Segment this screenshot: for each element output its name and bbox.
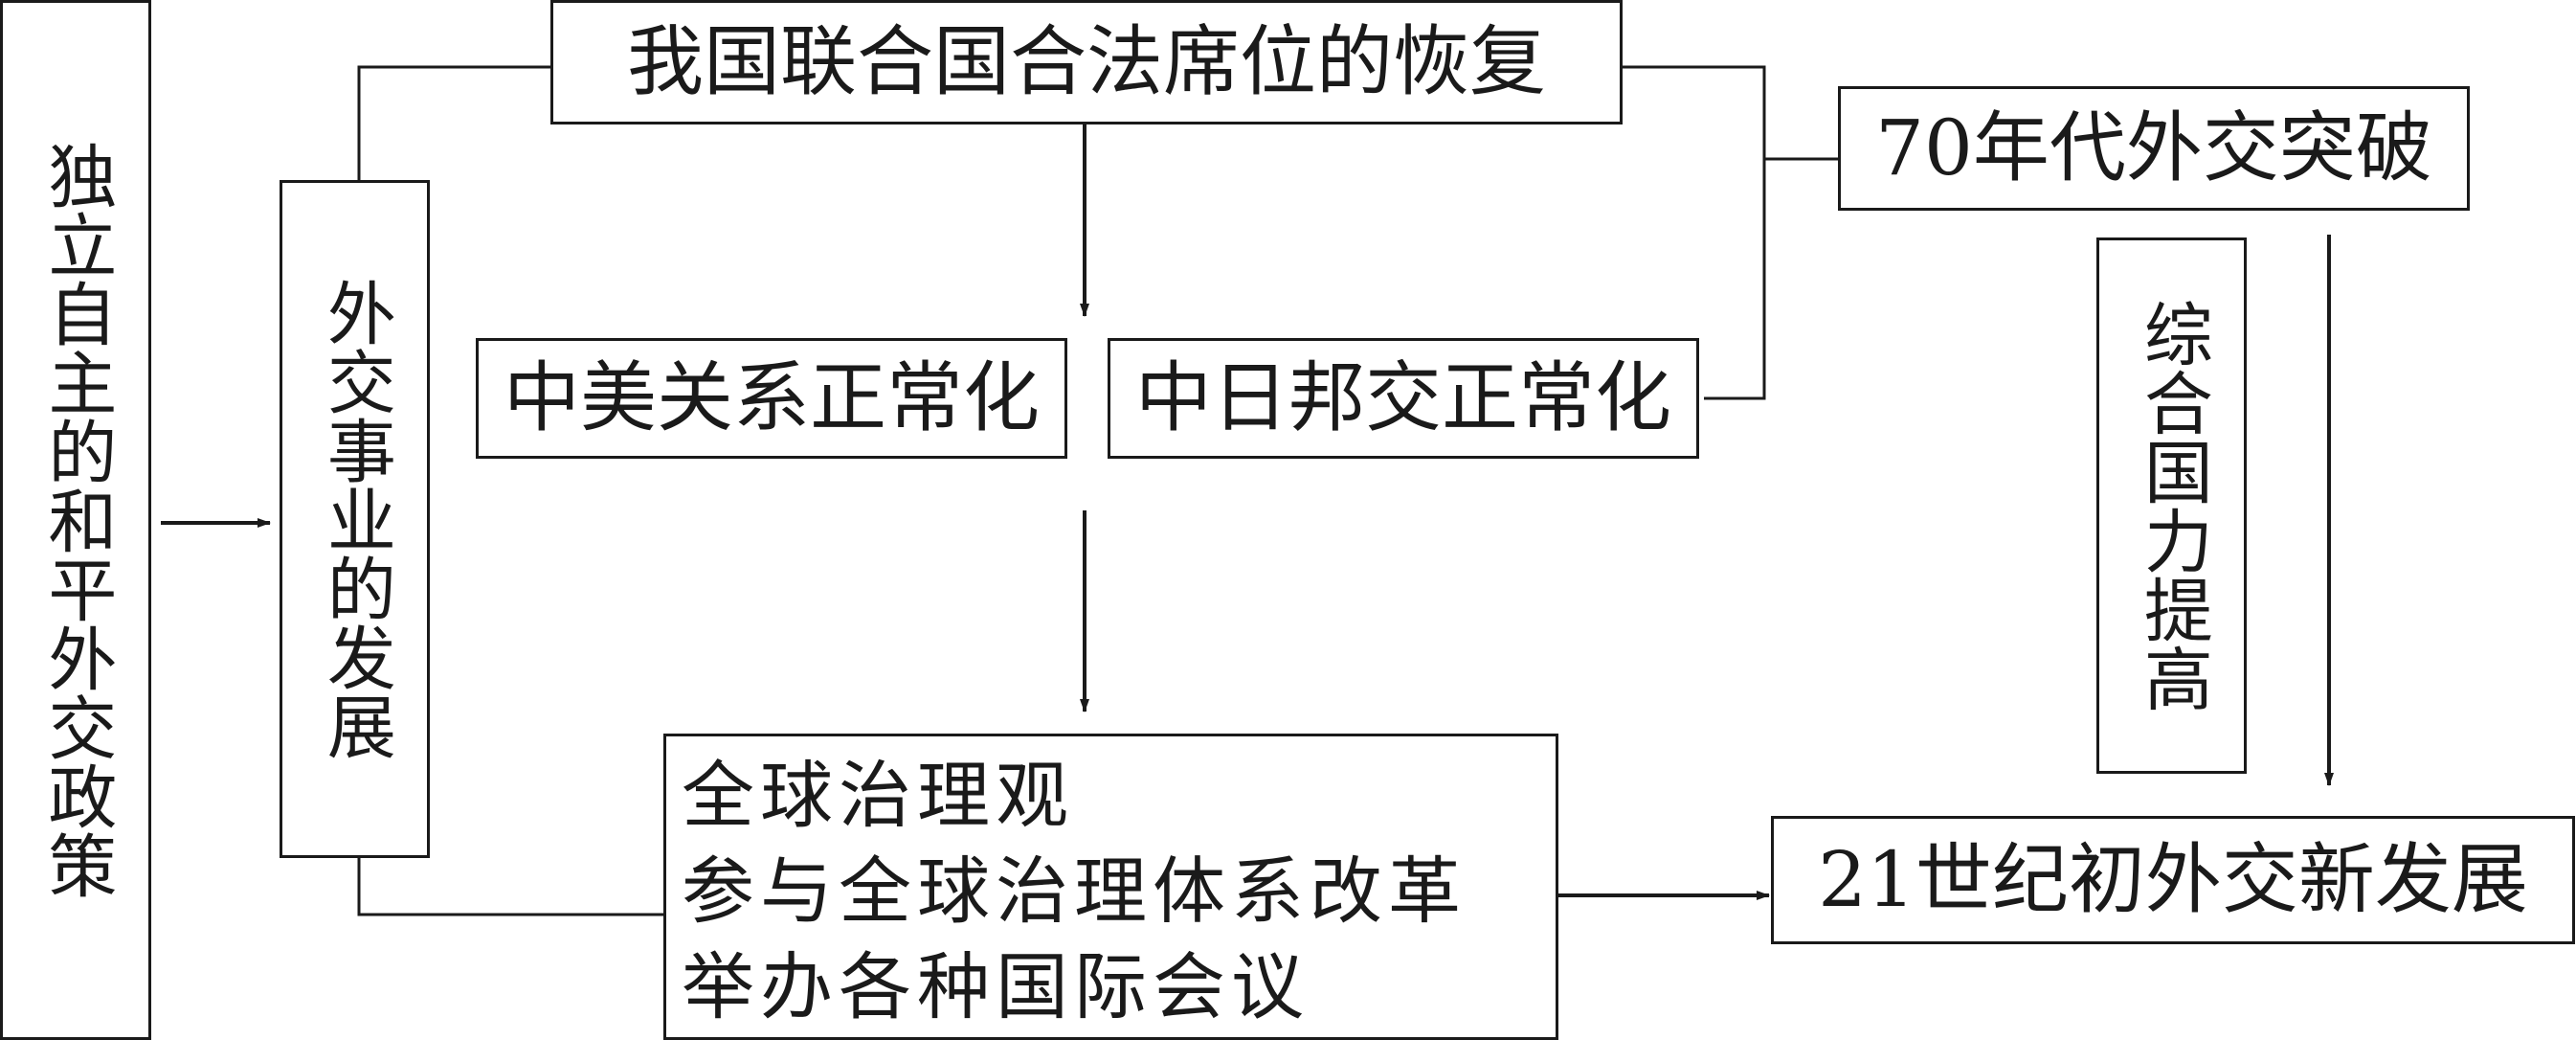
diplomacy-development-box: 外交事业的发展 <box>280 180 430 858</box>
breakthrough-70s-label: 70年代外交突破 <box>1875 103 2432 192</box>
new-development-21c-label: 21世纪初外交新发展 <box>1818 835 2528 924</box>
global-governance-line-3: 举办各种国际会议 <box>682 944 1310 1029</box>
sino-japan-normalization-label: 中日邦交正常化 <box>1135 353 1671 442</box>
bracket-connector-right <box>1621 65 1766 400</box>
un-seat-restoration-box: 我国联合国合法席位的恢复 <box>550 0 1623 124</box>
breakthrough-70s-box: 70年代外交突破 <box>1838 86 2470 211</box>
global-governance-line-1: 全球治理观 <box>682 753 1074 838</box>
sino-us-normalization-label: 中美关系正常化 <box>504 353 1040 442</box>
independent-peaceful-policy-box: 独立自主的和平外交政策 <box>0 0 151 1040</box>
un-seat-restoration-label: 我国联合国合法席位的恢复 <box>627 17 1546 106</box>
sino-japan-normalization-box: 中日邦交正常化 <box>1108 338 1699 459</box>
diplomacy-development-label: 外交事业的发展 <box>315 278 396 760</box>
independent-peaceful-policy-label: 独立自主的和平外交政策 <box>35 141 117 899</box>
national-strength-rise-box: 综合国力提高 <box>2096 237 2247 774</box>
new-development-21c-box: 21世纪初外交新发展 <box>1771 816 2575 944</box>
global-governance-line-2: 参与全球治理体系改革 <box>682 848 1467 934</box>
global-governance-box: 全球治理观 参与全球治理体系改革 举办各种国际会议 <box>663 734 1558 1040</box>
national-strength-rise-label: 综合国力提高 <box>2132 299 2213 712</box>
sino-us-normalization-box: 中美关系正常化 <box>476 338 1067 459</box>
